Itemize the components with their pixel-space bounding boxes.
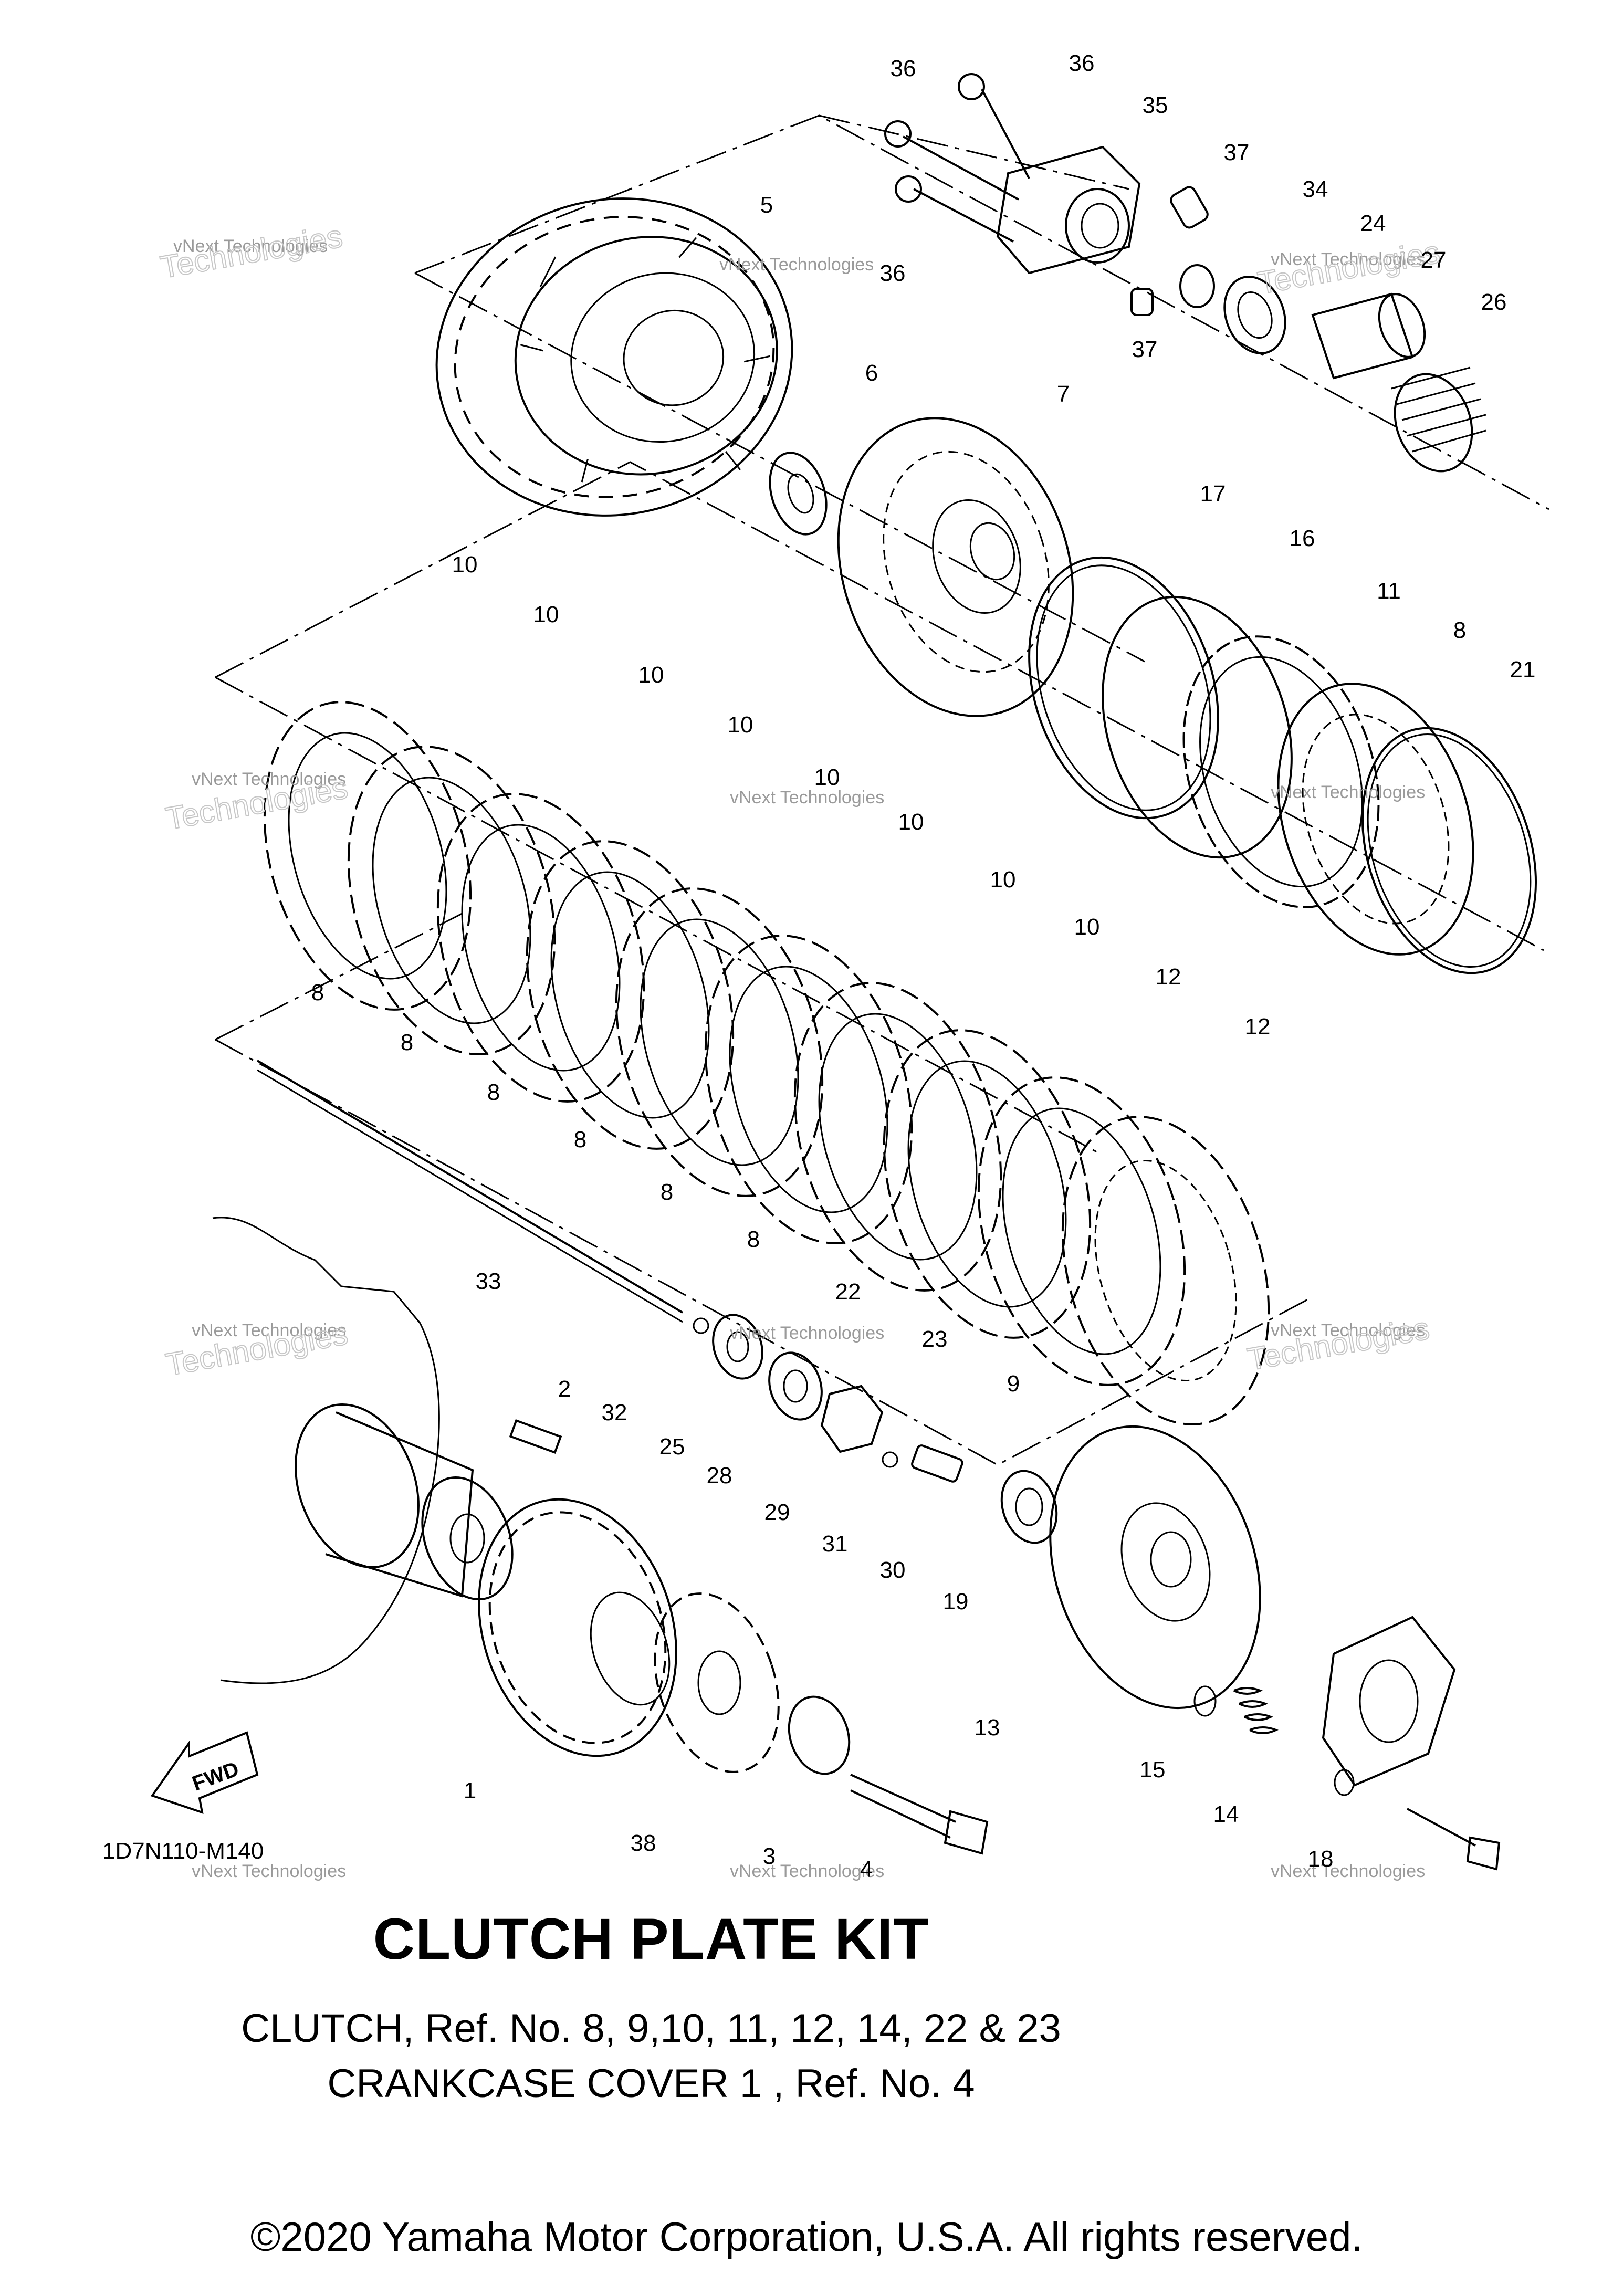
watermark-text: vNext Technologies <box>730 788 884 808</box>
callout-8: 8 <box>311 980 324 1005</box>
clutch-exploded-diagram: FWD 1D7N110-M140 vNext Technologies Tech… <box>102 50 1549 1882</box>
callout-24: 24 <box>1360 211 1386 236</box>
callout-21: 21 <box>1510 657 1536 683</box>
callout-23: 23 <box>922 1326 948 1352</box>
callout-36: 36 <box>1069 50 1095 76</box>
callout-5: 5 <box>760 192 773 218</box>
callout-3: 3 <box>763 1843 776 1869</box>
callout-13: 13 <box>975 1715 1000 1741</box>
watermark-text: vNext Technologies <box>173 236 328 256</box>
callout-10: 10 <box>898 809 924 835</box>
release-cylinder <box>884 73 1486 473</box>
callout-10: 10 <box>452 552 478 578</box>
caption-line-2: CRANKCASE COVER 1 , Ref. No. 4 <box>327 2061 975 2106</box>
callout-27: 27 <box>1421 247 1447 273</box>
watermark-text: vNext Technologies <box>1271 249 1425 269</box>
center-small-parts <box>712 1314 1058 1544</box>
watermark-big-text: Technologies <box>158 218 345 285</box>
fwd-label: FWD <box>189 1757 242 1795</box>
callout-35: 35 <box>1143 92 1168 118</box>
callout-33: 33 <box>476 1268 501 1294</box>
callout-8: 8 <box>574 1127 586 1152</box>
forward-arrow: FWD <box>150 1731 259 1814</box>
caption-title: CLUTCH PLATE KIT <box>373 1907 929 1972</box>
pressure-plate-assembly <box>1049 1425 1501 1871</box>
callout-22: 22 <box>835 1279 861 1305</box>
caption-line-1: CLUTCH, Ref. No. 8, 9,10, 11, 12, 14, 22… <box>241 2006 1061 2051</box>
callout-37: 37 <box>1224 140 1250 165</box>
watermark-text: vNext Technologies <box>192 1861 346 1881</box>
callout-10: 10 <box>990 867 1016 893</box>
callout-12: 12 <box>1245 1014 1271 1040</box>
callout-8: 8 <box>1453 617 1466 643</box>
callout-28: 28 <box>707 1463 732 1488</box>
assembly-frames <box>215 114 1549 1466</box>
callout-12: 12 <box>1156 964 1181 990</box>
primary-drive-gear <box>295 1403 677 1757</box>
callout-2: 2 <box>558 1376 571 1402</box>
callout-4: 4 <box>860 1857 873 1882</box>
callout-6: 6 <box>865 360 878 386</box>
callout-10: 10 <box>533 602 559 627</box>
copyright: ©2020 Yamaha Motor Corporation, U.S.A. A… <box>250 2214 1363 2260</box>
callout-17: 17 <box>1200 481 1226 507</box>
watermark-text: vNext Technologies <box>192 1320 346 1340</box>
diagram-code: 1D7N110-M140 <box>102 1838 264 1864</box>
callout-38: 38 <box>631 1830 656 1856</box>
clutch-boss <box>837 417 1074 717</box>
callout-15: 15 <box>1140 1757 1166 1783</box>
callout-37: 37 <box>1132 337 1158 362</box>
callout-10: 10 <box>814 764 840 790</box>
callout-16: 16 <box>1290 526 1315 551</box>
watermark-big-text: Technologies <box>1255 234 1443 301</box>
crankcase-outline <box>212 1217 440 1684</box>
upper-rings <box>1028 556 1537 974</box>
callout-30: 30 <box>880 1557 906 1583</box>
watermark-text: vNext Technologies <box>730 1323 884 1343</box>
callout-29: 29 <box>764 1500 790 1525</box>
watermark-text: vNext Technologies <box>730 1861 884 1881</box>
callout-32: 32 <box>602 1400 627 1425</box>
watermark-text: vNext Technologies <box>719 255 874 275</box>
callout-36: 36 <box>880 260 906 286</box>
callout-10: 10 <box>638 662 664 688</box>
callout-8: 8 <box>487 1079 500 1105</box>
thrust-washer <box>769 452 828 536</box>
clutch-plate-stack <box>263 701 1270 1425</box>
callout-9: 9 <box>1007 1371 1020 1397</box>
callout-7: 7 <box>1057 381 1070 407</box>
callout-1: 1 <box>464 1778 476 1804</box>
callout-8: 8 <box>661 1179 673 1205</box>
callout-31: 31 <box>822 1531 848 1557</box>
callout-18: 18 <box>1308 1846 1334 1872</box>
callout-10: 10 <box>1074 914 1100 940</box>
callout-36: 36 <box>891 56 916 81</box>
callout-8: 8 <box>747 1226 760 1252</box>
sprocket-and-bolt <box>654 1592 989 1855</box>
callout-25: 25 <box>659 1434 685 1460</box>
key <box>509 1419 562 1454</box>
watermark-text: vNext Technologies <box>1271 1861 1425 1881</box>
callout-8: 8 <box>401 1030 413 1055</box>
callout-10: 10 <box>728 712 753 738</box>
watermark-text: vNext Technologies <box>1271 782 1425 802</box>
watermarks: vNext Technologies Technologies vNext Te… <box>158 218 1443 1881</box>
callout-26: 26 <box>1481 289 1507 315</box>
clutch-housing <box>435 197 793 517</box>
callout-14: 14 <box>1213 1801 1239 1827</box>
callout-19: 19 <box>943 1589 969 1614</box>
callout-11: 11 <box>1377 578 1401 604</box>
watermark-text: vNext Technologies <box>1271 1320 1425 1340</box>
push-rod <box>256 1060 709 1334</box>
callout-34: 34 <box>1303 176 1328 202</box>
watermark-text: vNext Technologies <box>192 769 346 789</box>
